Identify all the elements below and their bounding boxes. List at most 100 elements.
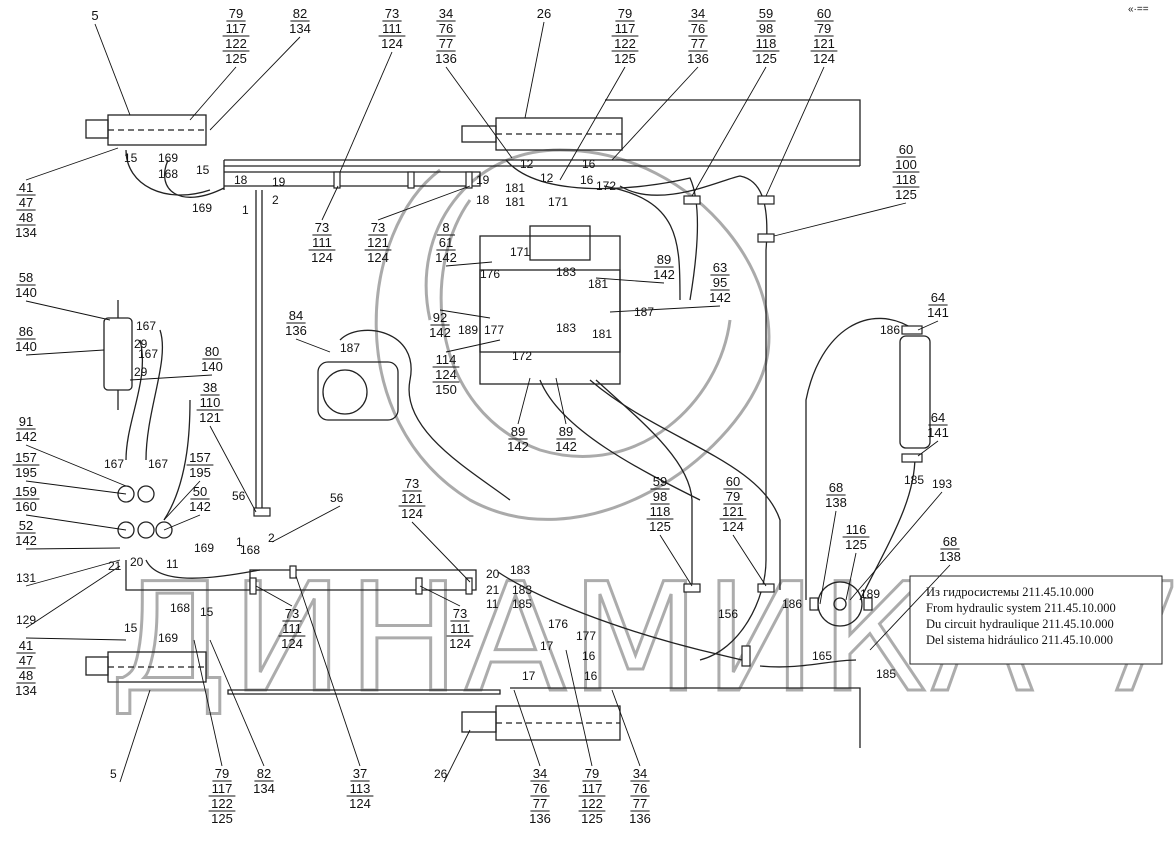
part-label-l16_b: 16 <box>580 173 594 187</box>
part-label-l21_a: 21 <box>108 559 122 573</box>
part-label-l5_bot: 5 <box>110 767 117 781</box>
callout-leader <box>565 649 593 767</box>
legend: Из гидросистемы 211.45.10.000 From hydra… <box>909 575 1163 665</box>
part-label-l20_a: 20 <box>130 555 144 569</box>
callout-number: 121 <box>813 36 835 51</box>
callout-number: 124 <box>349 796 371 811</box>
part-label-l17_a: 17 <box>540 639 554 653</box>
part-label-l171_a: 171 <box>548 195 568 209</box>
callout-number: 111 <box>282 621 302 636</box>
part-label-l168_a: 168 <box>158 167 178 181</box>
callout-leader <box>517 377 531 425</box>
legend-line-fr: Du circuit hydraulique 211.45.10.000 <box>926 617 1114 631</box>
callout-number: 114 <box>436 352 457 367</box>
part-label-l17_b: 17 <box>522 669 536 683</box>
part-label-l167_a: 167 <box>136 319 156 333</box>
part-label-l18_b: 18 <box>476 193 490 207</box>
callout-number: 113 <box>350 781 371 796</box>
part-label-l187_b: 187 <box>340 341 360 355</box>
part-label-l172_b: 172 <box>512 349 532 363</box>
callout-number: 195 <box>189 465 211 480</box>
callout-number: 98 <box>759 21 773 36</box>
part-label-l181_c: 181 <box>588 277 608 291</box>
part-label-l56_b: 56 <box>330 491 344 505</box>
callout-number: 140 <box>15 339 37 354</box>
part-label-l176_b: 176 <box>548 617 568 631</box>
part-label-l2_a: 2 <box>272 193 279 207</box>
part-label-leader <box>25 559 121 587</box>
callout-number: 195 <box>15 465 37 480</box>
callout-number: 73 <box>405 476 419 491</box>
callout-number: 124 <box>449 636 471 651</box>
callout-number: 141 <box>927 425 949 440</box>
callout-number: 63 <box>713 260 727 275</box>
part-label-l26_bot: 26 <box>434 767 448 781</box>
callout-number: 37 <box>353 766 367 781</box>
callout-number: 142 <box>709 290 731 305</box>
callout-leader <box>209 36 301 131</box>
callout-number: 38 <box>203 380 217 395</box>
part-label-l193: 193 <box>932 477 952 491</box>
callout-number: 134 <box>15 683 37 698</box>
part-label-l29_b: 29 <box>134 365 148 379</box>
callout-number: 80 <box>205 344 219 359</box>
callout-number: 60 <box>899 142 913 157</box>
callout-number: 142 <box>189 499 211 514</box>
callout-number: 122 <box>581 796 603 811</box>
part-label-l131: 131 <box>16 571 36 585</box>
part-label-leader <box>25 565 121 629</box>
callout-number: 124 <box>722 519 744 534</box>
callout-leader <box>209 425 257 513</box>
part-label-l183_c: 183 <box>510 563 530 577</box>
callout-number: 5 <box>91 8 98 23</box>
callout-number: 100 <box>895 157 917 172</box>
part-label-l186_a: 186 <box>880 323 900 337</box>
callout-number: 125 <box>649 519 671 534</box>
callout-number: 121 <box>722 504 744 519</box>
part-label-l12_a: 12 <box>520 157 534 171</box>
callout-number: 118 <box>756 36 777 51</box>
callout-number: 160 <box>15 499 37 514</box>
callout-leader <box>255 585 293 607</box>
callout-leader <box>765 66 825 197</box>
callout-number: 136 <box>687 51 709 66</box>
callout-number: 136 <box>435 51 457 66</box>
linework <box>85 99 931 748</box>
part-label-l129: 129 <box>16 613 36 627</box>
callout-number: 47 <box>19 653 33 668</box>
callout-leader <box>295 338 331 353</box>
callout-leader <box>25 349 105 356</box>
callout-number: 79 <box>229 6 243 21</box>
callout-number: 92 <box>433 310 447 325</box>
part-label-l181_d: 181 <box>592 327 612 341</box>
part-label-l1_b: 1 <box>236 535 243 549</box>
callout-number: 86 <box>19 324 33 339</box>
callout-number: 79 <box>618 6 632 21</box>
callout-number: 124 <box>813 51 835 66</box>
callout-leader <box>445 66 513 159</box>
callout-number: 76 <box>439 21 453 36</box>
part-label-l19_a: 19 <box>272 175 286 189</box>
callout-number: 77 <box>439 36 453 51</box>
callout-number: 82 <box>257 766 271 781</box>
callout-number: 124 <box>381 36 403 51</box>
callout-number: 117 <box>226 21 247 36</box>
